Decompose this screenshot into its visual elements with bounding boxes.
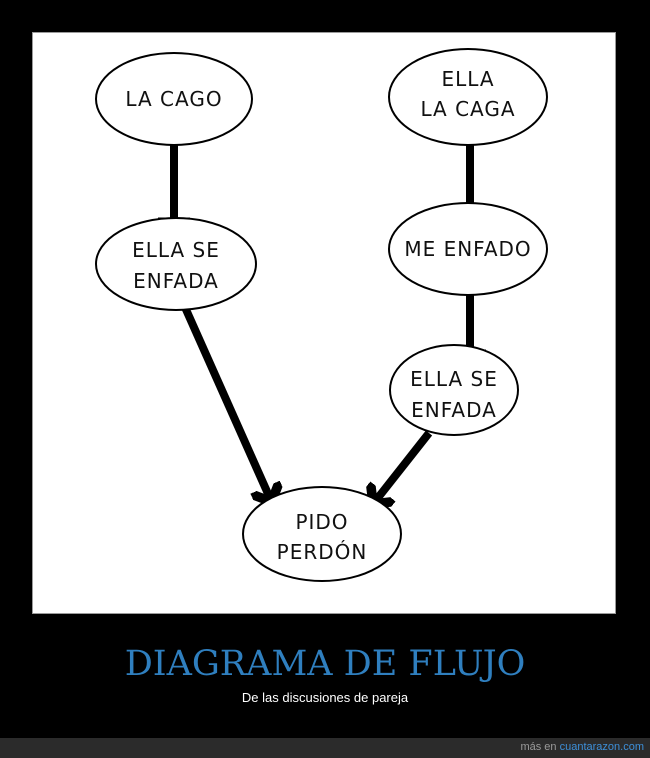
arrow-ella-se-enfada-left-to-pido-perdon: [180, 303, 269, 496]
node-ella-se-enfada-right: ELLA SE ENFADA: [389, 344, 519, 436]
node-ella-se-enfada-right-line2: ENFADA: [411, 398, 497, 422]
caption-title: DIAGRAMA DE FLUJO: [124, 644, 526, 684]
site-link[interactable]: cuantarazon.com: [559, 741, 644, 753]
node-ella-se-enfada-right-line1: ELLA SE: [410, 367, 498, 391]
node-ella-la-caga-line2: LA CAGA: [420, 97, 515, 121]
node-pido-perdon-line2: PERDÓN: [277, 540, 368, 564]
caption-subtitle: De las discusiones de pareja: [241, 690, 409, 705]
flowchart: LA CAGO ELLA LA CAGA ELLA SE ENFADA ME E…: [95, 48, 548, 582]
node-la-cago-label: LA CAGO: [125, 87, 222, 111]
node-ella-la-caga-line1: ELLA: [441, 67, 494, 91]
footer-prefix: más en: [520, 741, 557, 753]
node-la-cago: LA CAGO: [95, 52, 253, 146]
node-ella-se-enfada-left: ELLA SE ENFADA: [95, 217, 257, 311]
node-me-enfado-label: ME ENFADO: [404, 237, 531, 261]
node-pido-perdon-line1: PIDO: [295, 510, 348, 534]
node-ella-se-enfada-left-line1: ELLA SE: [132, 238, 220, 262]
node-pido-perdon: PIDO PERDÓN: [242, 486, 402, 582]
node-ella-la-caga: ELLA LA CAGA: [388, 48, 548, 146]
footer-credit: más en cuantarazon.com: [520, 741, 644, 753]
node-ella-se-enfada-left-line2: ENFADA: [133, 269, 219, 293]
arrows: [174, 143, 470, 499]
footer-bar: más en cuantarazon.com: [0, 738, 650, 758]
node-me-enfado: ME ENFADO: [388, 202, 548, 296]
diagram-panel: LA CAGO ELLA LA CAGA ELLA SE ENFADA ME E…: [32, 32, 616, 614]
arrow-ella-se-enfada-right-to-pido-perdon: [377, 430, 433, 499]
